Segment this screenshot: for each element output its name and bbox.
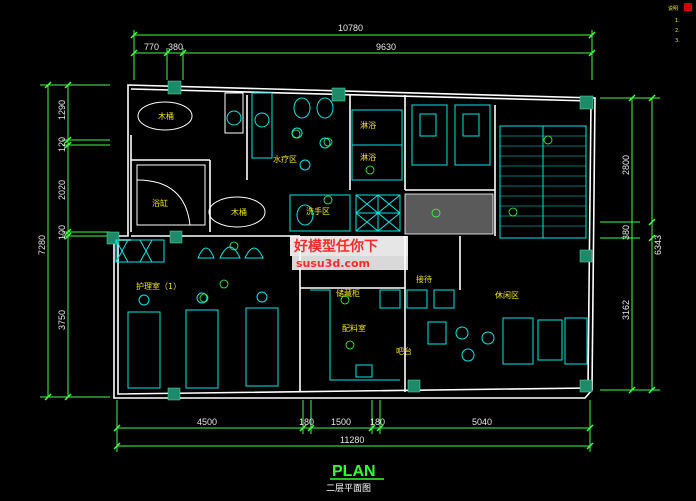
plan-subtitle: 二层平面图 [326,483,371,494]
room-care: 护理室（1） [136,281,181,291]
dim-left-total: 7280 [37,235,47,255]
elevation-markers [199,129,553,350]
room-bar: 吧台 [396,346,412,356]
room-bath-2: 淋浴 [360,152,376,162]
dimension-ticks [44,31,656,450]
room-bath-1: 淋浴 [360,120,376,130]
room-bathtub-2: 木桶 [231,207,247,217]
room-water-therapy: 水疗区 [273,154,297,164]
note-1: 1. [675,18,680,24]
dim-left-seg-2: 120 [57,137,67,152]
tiled-floor [404,193,494,235]
notes-block: 说明 1. 2. 3. [668,3,692,44]
dim-bottom-seg-1: 4500 [197,417,217,427]
dim-right-seg-3: 3162 [621,300,631,320]
watermark: 好模型任你下 susu3d.com [290,236,408,270]
dim-bottom-seg-5: 5040 [472,417,492,427]
dim-left-seg-4: 100 [57,225,67,240]
dim-bottom-seg-4: 180 [370,417,385,427]
note-3: 3. [675,38,680,44]
room-wash-area: 洗手区 [306,206,330,216]
room-reception: 接待 [416,274,432,284]
dim-left-seg-5: 3750 [57,310,67,330]
dim-bottom-total: 11280 [340,435,364,445]
stair-treads [500,135,586,227]
dim-top-seg-2: 380 [168,42,183,52]
structural-columns [106,80,594,401]
dim-right-seg-2: 380 [621,225,631,240]
room-bathtub-1: 木桶 [158,111,174,121]
watermark-line-2: susu3d.com [296,257,370,270]
dim-top-seg-3: 9630 [376,42,396,52]
plan-title: PLAN [332,463,376,480]
dim-bottom-seg-3: 1500 [331,417,351,427]
dim-left-seg-1: 1290 [57,100,67,120]
note-title: 说明 [668,5,678,12]
fixtures [115,92,588,389]
dim-top-seg-1: 770 [144,42,159,52]
room-lounge: 休闲区 [495,290,519,300]
watermark-line-1: 好模型任你下 [293,238,378,255]
note-marker [684,3,692,11]
dim-bottom-seg-2: 180 [299,417,314,427]
room-storage: 储藏柜 [336,288,360,298]
dim-top-total: 10780 [338,23,363,33]
note-2: 2. [675,28,680,34]
dim-right-seg-1: 2800 [621,155,631,175]
room-shower-tub: 浴缸 [152,198,168,208]
dim-right-total: 6343 [653,235,663,255]
room-prep: 配料室 [342,323,366,333]
dim-left-seg-3: 2020 [57,180,67,200]
